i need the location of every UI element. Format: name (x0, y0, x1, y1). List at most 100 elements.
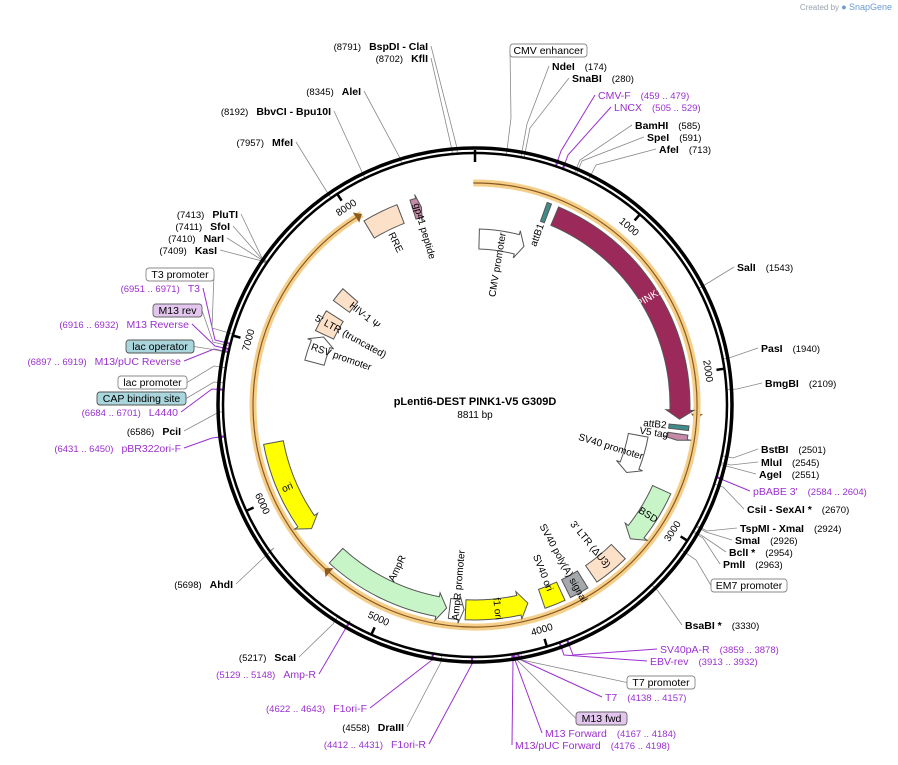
feature-bsd: BSD (624, 484, 672, 541)
site-leader-line (240, 213, 268, 263)
site-leader-line (517, 653, 603, 698)
primer-pbr322ori-f: pBR322ori-F(6431 .. 6450) (54, 443, 181, 455)
feature-box-lac-operator: lac operator (125, 339, 195, 354)
feature-sv40-promoter: SV40 promoter (577, 432, 649, 474)
site-position: (1543) (766, 263, 793, 274)
site-leader-line (298, 616, 339, 658)
site-position: (591) (679, 133, 701, 144)
site-position: (5217) (239, 653, 266, 664)
site-name: PmlI (723, 559, 745, 571)
primer-l4440: L4440(6684 .. 6701) (82, 407, 179, 419)
enzyme-afei: AfeI(713) (659, 144, 711, 156)
feature-box-text: M13 fwd (582, 713, 622, 725)
feature-shape (668, 423, 690, 432)
tick-label: 4000 (530, 622, 555, 639)
site-position: (505 .. 529) (652, 103, 701, 114)
site-position: (4176 .. 4198) (611, 741, 670, 752)
feature-box-text: EM7 promoter (716, 580, 783, 592)
feature-shape (624, 484, 672, 541)
enzyme-sali: SalI(1543) (737, 262, 793, 274)
site-name: M13 Forward (545, 728, 607, 740)
site-name: T7 (605, 692, 617, 704)
primer-m13-reverse: M13 Reverse(6916 .. 6932) (59, 319, 189, 331)
site-position: (174) (585, 62, 607, 73)
site-name: BamHI (635, 120, 668, 132)
feature-cmv-promoter: CMV promoter (478, 228, 525, 298)
feature-box-text: T7 promoter (632, 677, 690, 689)
tick-mark (336, 193, 343, 202)
site-leader-line (428, 656, 473, 745)
feature-box-m13-fwd: M13 fwd (575, 711, 628, 726)
feature-box-m13-rev: M13 rev (152, 303, 203, 318)
feature-box-text: CAP binding site (103, 393, 181, 405)
site-position: (6951 .. 6971) (121, 284, 180, 295)
feature-shape (539, 201, 553, 224)
enzyme-bmgbi: BmgBI (2109) (765, 378, 836, 390)
site-leader-line (555, 94, 596, 167)
feature-label: attB2 (643, 418, 668, 432)
site-position: (4412 .. 4431) (324, 740, 383, 751)
site-leader-line (714, 483, 745, 510)
snapgene-logo: ● (841, 2, 847, 12)
enzyme-draiii: DraIII(4558) (342, 722, 404, 734)
feature-label: attB1 (529, 222, 548, 248)
enzyme-bcli: BclI *(2954) (729, 547, 793, 559)
site-position: (2954) (765, 548, 792, 559)
feature-box-text: M13 rev (159, 305, 198, 317)
feature-f1-ori: f1 ori (464, 590, 529, 621)
site-name: ScaI (274, 652, 296, 664)
site-name: BmgBI (765, 378, 799, 390)
enzyme-bbvci-bpu10i: BbvCI - Bpu10I(8192) (221, 106, 331, 118)
site-leader-line (430, 45, 458, 154)
feature-shape (304, 336, 335, 366)
site-name: SpeI (647, 132, 669, 144)
enzyme-pcii: PciI(6586) (127, 426, 181, 438)
feature-shape (584, 543, 627, 583)
feature-box-cmv-enhancer: CMV enhancer (509, 43, 588, 58)
site-leader-line (513, 653, 543, 734)
site-position: (5129 .. 5148) (216, 670, 275, 681)
site-name: EBV-rev (650, 656, 689, 668)
site-position: (7410) (168, 234, 195, 245)
feature-label: SV40 ori (530, 553, 555, 593)
box-leader-line (211, 274, 234, 335)
site-leader-line (232, 225, 268, 263)
site-leader-line (295, 141, 332, 199)
site-position: (713) (689, 145, 711, 156)
primer-t3: T3 (6951 .. 6971) (121, 283, 201, 295)
enzyme-kfli: KflI(8702) (376, 53, 428, 65)
site-name: F1ori-F (333, 703, 367, 715)
primer-m13-puc-reverse: M13/pUC Reverse(6897 .. 6919) (27, 356, 181, 368)
feature-shape (332, 288, 359, 314)
site-name: PluTI (212, 209, 238, 221)
primer-lncx: LNCX(505 .. 529) (614, 102, 701, 114)
feature-shape (478, 228, 525, 259)
enzyme-bsabi: BsaBI *(3330) (685, 620, 759, 632)
enzyme-pmli: PmlI(2963) (723, 559, 783, 571)
site-name: Amp-R (283, 669, 316, 681)
site-name: DraIII (378, 722, 404, 734)
site-position: (6431 .. 6450) (54, 444, 113, 455)
site-position: (2109) (809, 379, 836, 390)
site-position: (2584 .. 2604) (808, 487, 867, 498)
feature-pink1: PINK1 (550, 206, 696, 420)
site-name: MfeI (272, 137, 293, 149)
feature-box (145, 267, 215, 282)
site-name: BstBI (761, 444, 789, 456)
feature-shape (537, 581, 566, 609)
tick-mark (232, 334, 241, 339)
feature-box-t3-promoter: T3 promoter (145, 267, 215, 282)
enzyme-scai: ScaI (5217) (239, 652, 296, 664)
site-name: T3 (188, 283, 200, 295)
site-name: AgeI (759, 469, 782, 481)
feature-box (125, 339, 195, 354)
enzyme-kasi: KasI(7409) (159, 245, 217, 257)
orf-arc-line (252, 182, 698, 628)
site-name: TspMI - XmaI (740, 523, 804, 535)
site-leader-line (406, 654, 443, 728)
site-name: NdeI (552, 61, 575, 73)
plasmid-title: pLenti6-DEST PINK1-V5 G309D (394, 396, 557, 408)
site-position: (7957) (237, 138, 264, 149)
feature-shape (314, 310, 344, 340)
site-name: PciI (162, 426, 181, 438)
